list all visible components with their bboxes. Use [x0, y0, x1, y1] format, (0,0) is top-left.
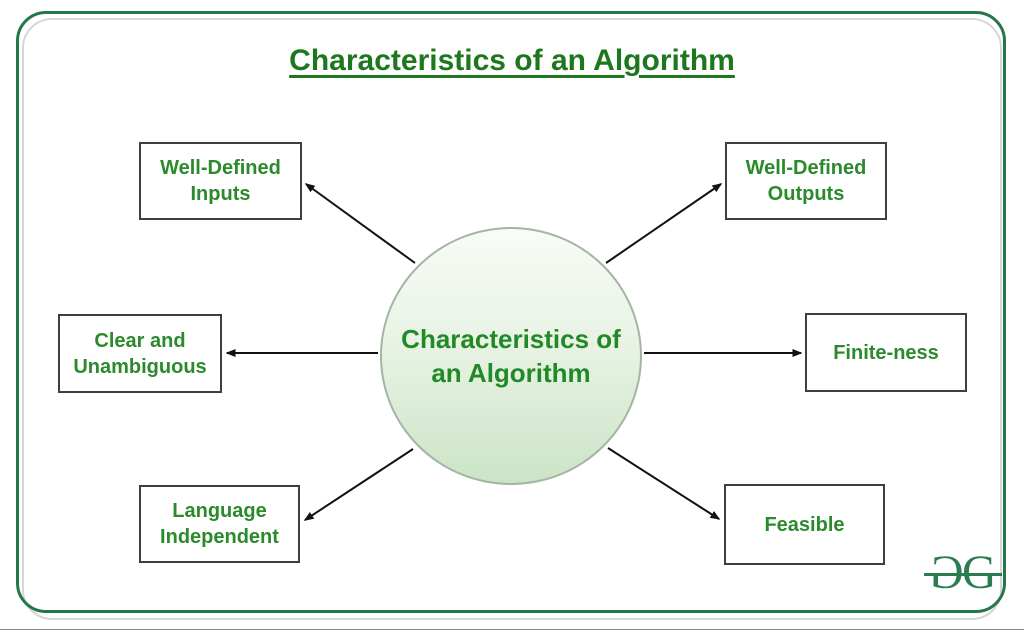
node-finite-ness: Finite-ness: [805, 313, 967, 392]
node-feasible: Feasible: [724, 484, 885, 565]
center-node-label: Characteristics of an Algorithm: [401, 324, 621, 388]
node-label: Finite-ness: [833, 341, 939, 364]
node-label: Clear and Unambiguous: [73, 329, 207, 378]
node-label: Well-Defined Inputs: [160, 157, 281, 205]
node-label: Well-Defined Outputs: [745, 157, 867, 205]
logo-letter-g: G: [962, 546, 997, 599]
node-label: Language Independent: [160, 500, 279, 548]
node-language-independent: Language Independent: [139, 485, 300, 563]
node-clear-and-unambiguous: Clear and Unambiguous: [58, 314, 222, 393]
center-node: Characteristics of an Algorithm: [380, 227, 642, 485]
node-well-defined-outputs: Well-Defined Outputs: [725, 142, 887, 220]
logo-strike-bar: [924, 573, 1002, 576]
frame-shadow: [22, 18, 1002, 620]
frame-border: [16, 11, 1006, 613]
geeksforgeeks-logo: GG: [924, 546, 1002, 599]
node-label: Feasible: [764, 513, 845, 536]
page-title: Characteristics of an Algorithm: [289, 44, 735, 77]
node-well-defined-inputs: Well-Defined Inputs: [139, 142, 302, 220]
